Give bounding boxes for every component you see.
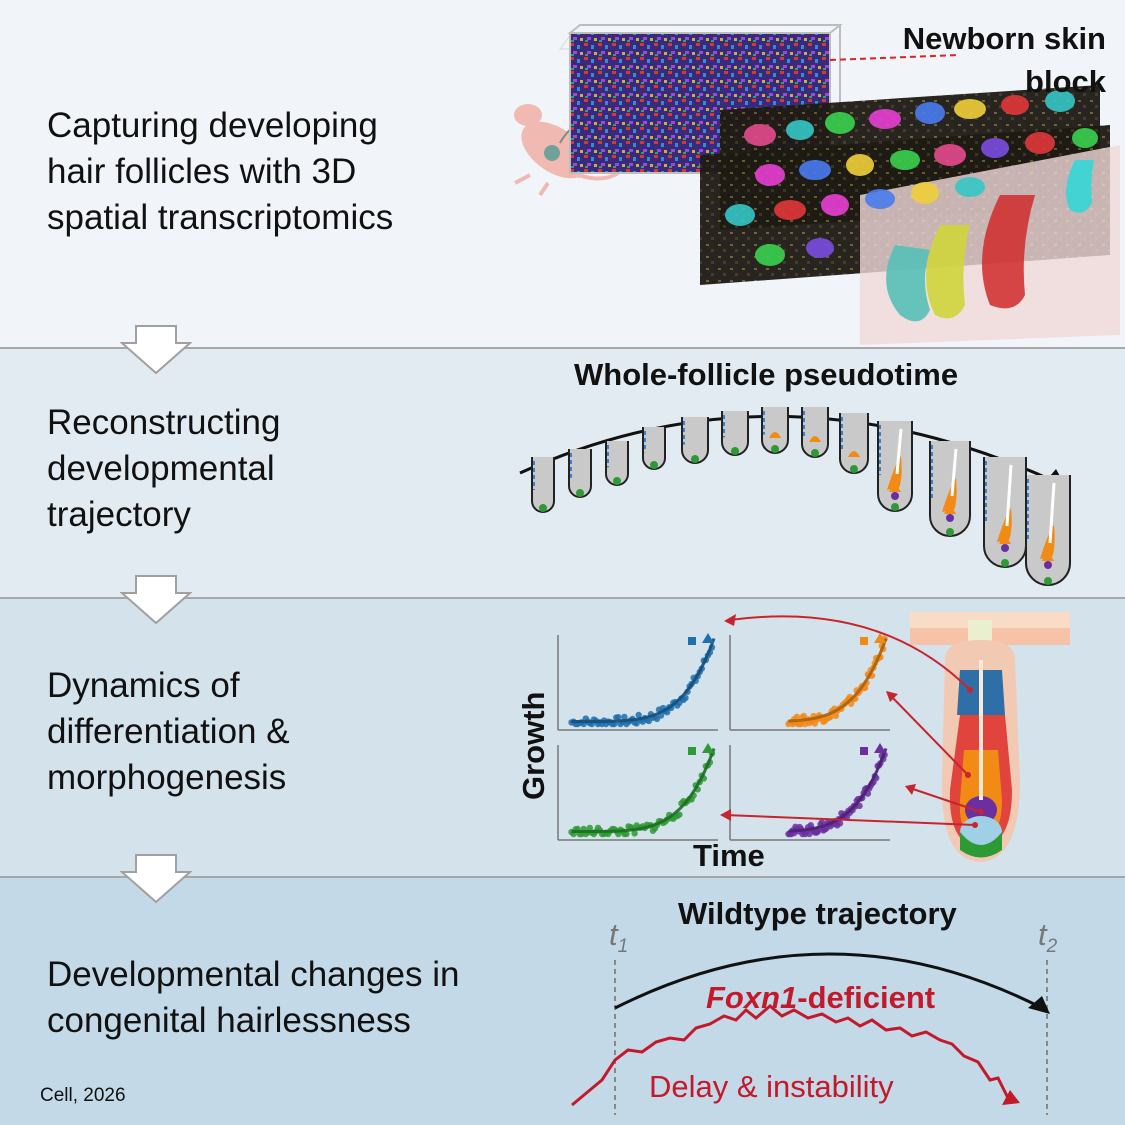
wildtype-arrow: [614, 952, 1043, 1010]
follicle-sequence: [531, 407, 1071, 586]
follicle: [605, 441, 629, 486]
follicle: [568, 449, 592, 498]
pseudotime-illustration: [519, 407, 1071, 586]
citation: Cell, 2026: [40, 1085, 126, 1106]
step-line: developmental: [47, 449, 275, 488]
down-arrow-icon: [120, 325, 192, 375]
panel-dynamics: [0, 599, 1125, 877]
step-2-text: Reconstructing developmental trajectory: [47, 400, 280, 538]
follicle: [983, 457, 1027, 568]
t1-letter: t: [609, 917, 618, 952]
t1-subscript: 1: [617, 936, 629, 958]
follicle: [1025, 475, 1071, 586]
mutant-description: Delay & instability: [649, 1069, 894, 1104]
step-line: spatial transcriptomics: [47, 198, 394, 237]
step-line: morphogenesis: [47, 758, 287, 797]
arrow-head-icon: [1002, 1090, 1020, 1105]
step-line: Capturing developing: [47, 106, 378, 145]
follicle: [681, 417, 709, 464]
step-line: Reconstructing: [47, 403, 281, 442]
step-line: hair follicles with 3D: [47, 152, 357, 191]
divider: [0, 597, 1125, 599]
down-arrow-icon: [120, 575, 192, 625]
block-label: Newborn skin: [903, 21, 1106, 56]
link-arrows: [724, 615, 982, 826]
step-line: trajectory: [47, 495, 191, 534]
follicle: [929, 441, 971, 537]
mutant-label: Foxn1-deficient: [706, 980, 935, 1016]
mutant-gene: Foxn1: [706, 980, 798, 1015]
panel-hairlessness: [0, 878, 1125, 1125]
follicle: [877, 421, 913, 512]
t2-label: t2: [1038, 917, 1057, 958]
step-line: congenital hairlessness: [47, 1001, 411, 1040]
trajectory-comparison: [571, 952, 1050, 1115]
growth-plot: [729, 743, 890, 841]
follicle: [721, 411, 749, 456]
step-3-text: Dynamics of differentiation & morphogene…: [47, 663, 290, 801]
step-line: Developmental changes in: [47, 955, 460, 994]
follicle: [531, 457, 555, 513]
t2-subscript: 2: [1046, 936, 1058, 958]
follicle: [642, 427, 666, 470]
growth-plot: [729, 633, 890, 731]
dynamics-illustration: [557, 612, 1070, 862]
follicle: [839, 413, 869, 474]
mutant-suffix: -deficient: [797, 980, 936, 1015]
step-line: differentiation &: [47, 712, 290, 751]
wildtype-title: Wildtype trajectory: [678, 896, 957, 931]
follicle: [761, 407, 789, 454]
t1-label: t1: [609, 917, 628, 958]
time-axis-label: Time: [693, 838, 765, 873]
hair-follicle-diagram: [910, 612, 1070, 862]
step-line: Dynamics of: [47, 666, 240, 705]
divider: [0, 347, 1125, 349]
down-arrow-icon: [120, 854, 192, 904]
mutant-trajectory-line: [571, 1004, 1010, 1107]
growth-plot: [557, 743, 718, 841]
step-4-text: Developmental changes in congenital hair…: [47, 952, 459, 1044]
growth-axis-label: Growth: [516, 691, 551, 801]
growth-plots: [557, 633, 890, 841]
skin-block-illustration: Newborn skin block: [514, 21, 1120, 345]
step-1-text: Capturing developing hair follicles with…: [47, 103, 393, 241]
arrow-head-icon: [1028, 996, 1050, 1014]
divider: [0, 876, 1125, 878]
block-label: block: [1025, 64, 1107, 99]
growth-plot: [557, 633, 718, 731]
pseudotime-title: Whole-follicle pseudotime: [574, 357, 959, 392]
follicle: [801, 407, 829, 458]
t2-letter: t: [1038, 917, 1047, 952]
